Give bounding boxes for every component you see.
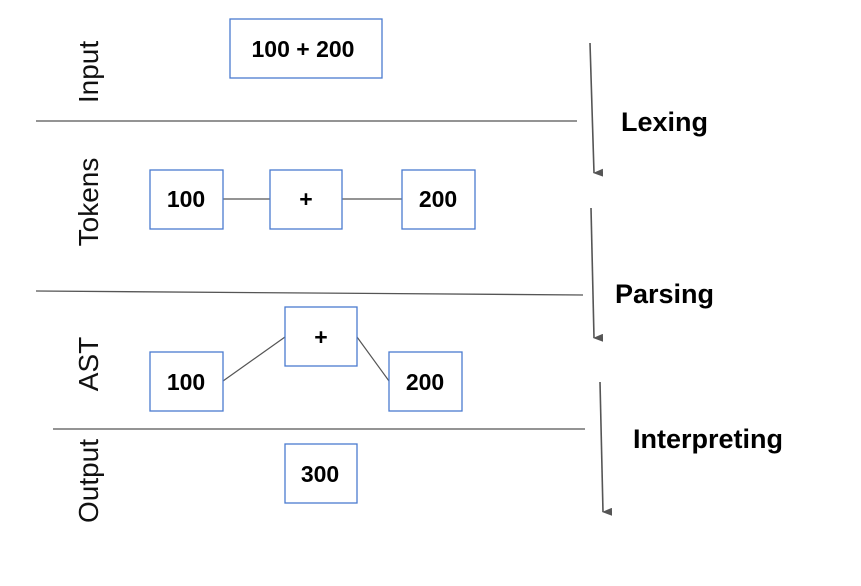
interpreting-arrow xyxy=(599,381,613,516)
token-box-operator: + xyxy=(269,169,343,230)
ast-edge-left xyxy=(222,336,286,382)
output-value-box: 300 xyxy=(284,443,358,504)
token-left-text: 100 xyxy=(167,186,205,212)
token-box-right: 200 xyxy=(401,169,476,230)
token-right-text: 200 xyxy=(419,186,457,212)
ast-left-text: 100 xyxy=(167,369,205,395)
row-label-input: Input xyxy=(73,41,104,103)
input-expression-text: 100 + 200 xyxy=(252,36,355,62)
stage-label-interpreting: Interpreting xyxy=(633,424,783,454)
divider-tokens-ast xyxy=(35,290,584,296)
output-value-text: 300 xyxy=(301,461,339,487)
ast-node-left: 100 xyxy=(149,351,224,412)
token-operator-text: + xyxy=(299,186,312,212)
ast-node-operator: + xyxy=(284,306,358,367)
lexing-arrow xyxy=(589,42,604,177)
row-label-ast: AST xyxy=(73,337,104,391)
row-label-output: Output xyxy=(73,439,104,523)
ast-operator-text: + xyxy=(314,324,327,350)
ast-right-text: 200 xyxy=(406,369,444,395)
stage-label-parsing: Parsing xyxy=(615,279,714,309)
token-box-left: 100 xyxy=(149,169,224,230)
ast-edge-right xyxy=(356,336,390,382)
ast-node-right: 200 xyxy=(388,351,463,412)
row-label-tokens: Tokens xyxy=(73,158,104,247)
input-expression-box: 100 + 200 xyxy=(229,18,383,79)
parsing-arrow xyxy=(590,207,604,342)
stage-label-lexing: Lexing xyxy=(621,107,708,137)
